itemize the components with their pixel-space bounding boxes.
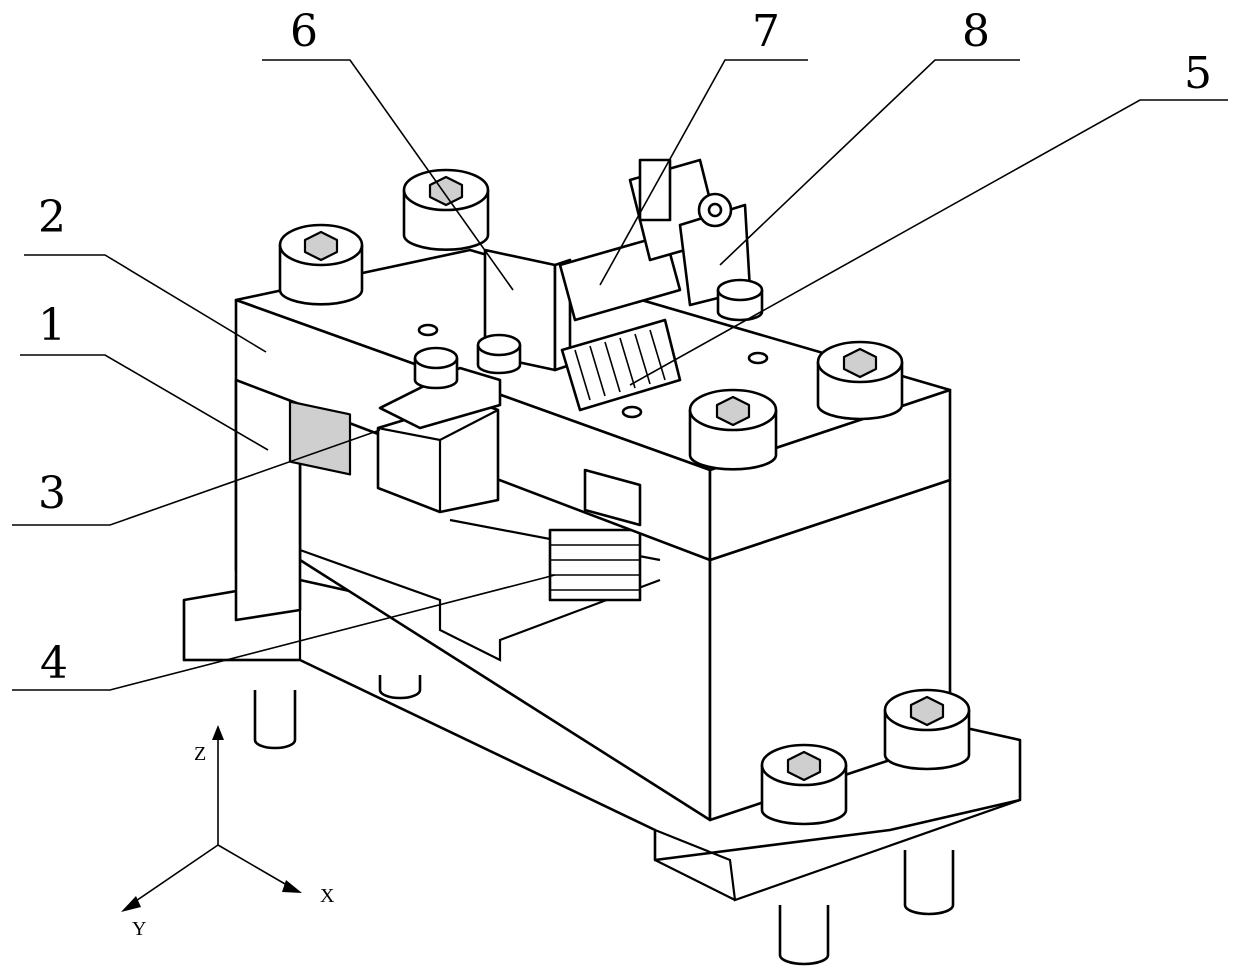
part-label-7: 7 — [752, 6, 780, 57]
part-label-6: 6 — [290, 6, 318, 57]
part-label-2: 2 — [38, 192, 66, 243]
screw-base-left — [762, 745, 846, 824]
part-label-1: 1 — [38, 300, 66, 351]
screw-small-right — [718, 280, 762, 320]
axis-label-z: Z — [194, 743, 206, 765]
screw-top-right-front — [690, 390, 776, 469]
part-label-5: 5 — [1184, 48, 1212, 99]
axis-label-x: X — [320, 885, 335, 907]
y-arrow-icon — [121, 896, 141, 912]
screw-base-right — [885, 690, 969, 769]
screw-top-right-back — [818, 342, 902, 419]
part-label-4: 4 — [40, 638, 68, 689]
lower-spring-4 — [550, 530, 640, 600]
coordinate-axes: Z X Y — [121, 725, 335, 940]
part-label-8: 8 — [962, 6, 990, 57]
screw-small-left — [415, 348, 457, 388]
x-arrow-icon — [282, 880, 302, 893]
axis-label-y: Y — [132, 918, 146, 940]
screw-top-left-front — [280, 225, 362, 304]
part-label-3: 3 — [38, 468, 66, 519]
screw-small-mid — [478, 335, 520, 373]
z-arrow-icon — [212, 725, 224, 740]
